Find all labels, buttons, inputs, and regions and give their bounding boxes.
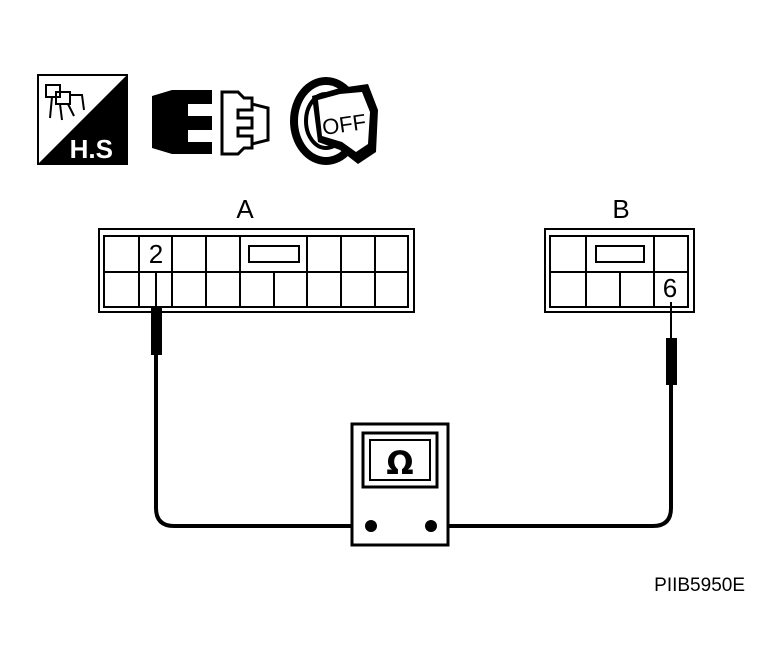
connector-a-pin: 2 bbox=[149, 239, 163, 269]
figure-code: PIIB5950E bbox=[654, 575, 745, 596]
connector-disconnect-icon bbox=[152, 90, 270, 156]
meter-terminal-left bbox=[365, 520, 377, 532]
probe-lead-a bbox=[151, 272, 370, 528]
hs-label: H.S bbox=[70, 134, 113, 164]
connector-a: A 2 bbox=[98, 194, 415, 313]
ohmmeter-icon: Ω bbox=[350, 422, 450, 547]
meter-terminal-right bbox=[425, 520, 437, 532]
connector-b-label: B bbox=[612, 194, 629, 224]
connector-a-label: A bbox=[236, 194, 254, 224]
connector-b: B 6 bbox=[544, 194, 695, 313]
probe-lead-b bbox=[430, 302, 677, 528]
harness-sensor-icon: H.S bbox=[37, 74, 128, 165]
ignition-off-label: OFF bbox=[321, 109, 368, 140]
ohm-symbol: Ω bbox=[386, 444, 413, 482]
connector-b-pin: 6 bbox=[663, 273, 677, 303]
ignition-key-off-icon: OFF bbox=[290, 77, 378, 165]
